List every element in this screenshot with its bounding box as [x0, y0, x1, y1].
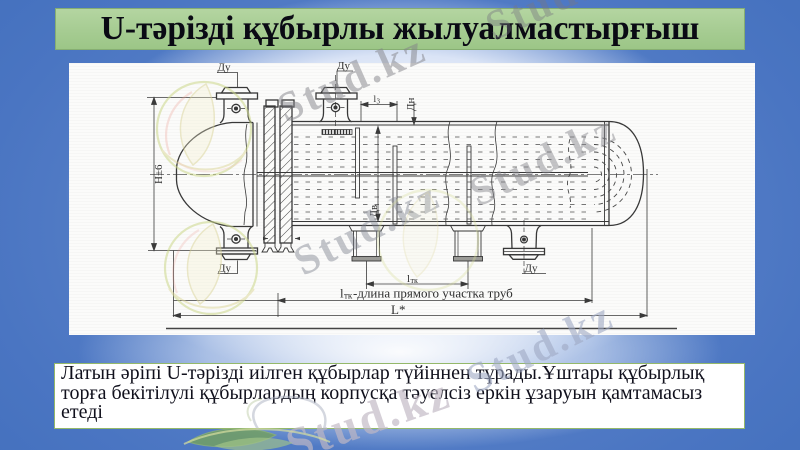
svg-text:L*: L*: [391, 302, 405, 317]
svg-text:3: 3: [377, 98, 381, 106]
svg-text:Ду: Ду: [218, 263, 232, 275]
svg-text:Ду: Ду: [525, 263, 539, 275]
svg-text:Дн: Дн: [405, 97, 417, 111]
svg-text:тк: тк: [411, 276, 418, 285]
svg-text:Ду: Ду: [337, 60, 351, 72]
svg-text:Дв: Дв: [368, 205, 380, 218]
svg-text:l: l: [374, 95, 377, 105]
svg-text:-длина прямого участка труб: -длина прямого участка труб: [353, 286, 513, 301]
svg-text:l: l: [340, 286, 344, 301]
svg-text:Н±6: Н±6: [153, 164, 165, 184]
svg-text:Ду: Ду: [218, 62, 232, 74]
svg-text:тк: тк: [344, 291, 353, 301]
svg-text:l: l: [407, 273, 410, 285]
